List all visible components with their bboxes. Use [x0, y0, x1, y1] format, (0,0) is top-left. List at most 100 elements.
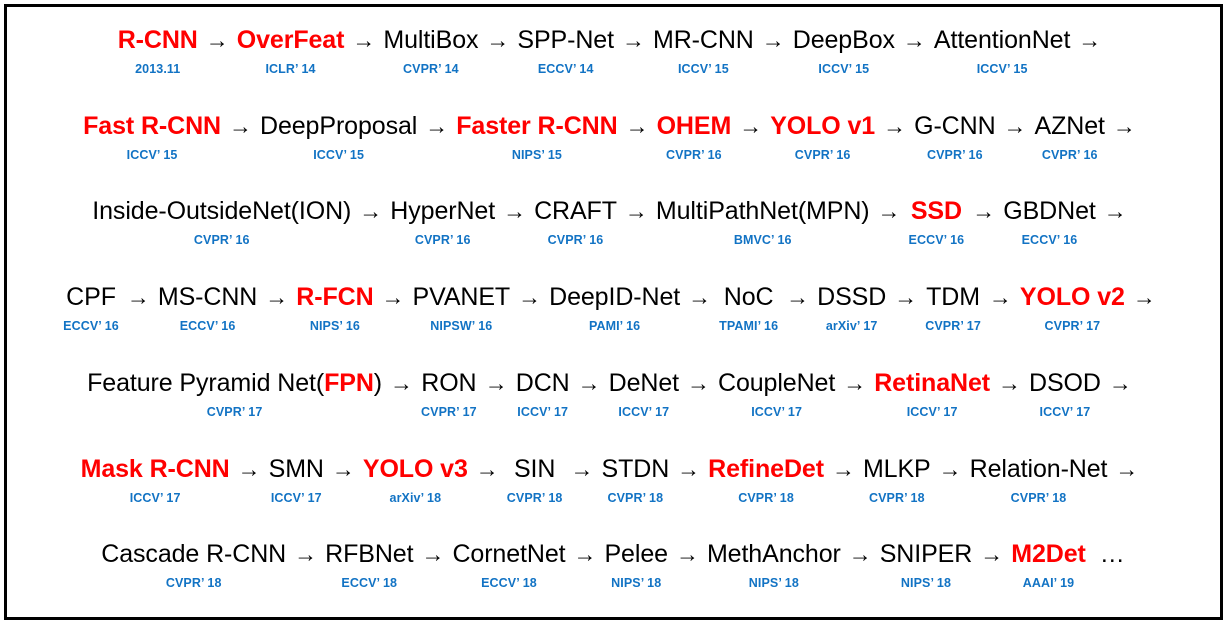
model-name: SNIPER	[879, 540, 973, 569]
arrow-right-icon: →	[843, 369, 867, 396]
arrow-right-icon: →	[677, 455, 701, 482]
model-node[interactable]: YOLO v2 CVPR’ 17	[1020, 270, 1125, 334]
model-name: YOLO v2	[1019, 283, 1125, 312]
model-venue-year: NIPSW’ 16	[430, 319, 493, 334]
model-name: Mask R-CNN	[80, 454, 230, 483]
arrow-right-icon: →	[1108, 369, 1132, 396]
model-venue-year: CVPR’ 17	[1044, 319, 1101, 334]
model-name: G-CNN	[914, 111, 996, 140]
arrow-right-icon: →	[425, 112, 449, 139]
model-venue-year: CVPR’ 16	[193, 233, 250, 248]
model-name: DeepProposal	[260, 111, 418, 140]
model-node[interactable]: MultiPathNet(MPN)BMVC’ 16	[656, 184, 870, 248]
model-name: RON	[421, 368, 477, 397]
model-name: OverFeat	[236, 26, 345, 54]
arrow-right-icon: →	[352, 27, 376, 53]
model-venue-year: ICCV’ 15	[313, 147, 365, 162]
arrow-right-icon: →	[237, 455, 261, 482]
model-name: DCN	[515, 368, 570, 397]
model-name: MethAnchor	[706, 540, 841, 569]
arrow-right-icon: →	[624, 198, 648, 225]
arrow-right-icon: →	[988, 284, 1012, 311]
model-name: R-CNN	[117, 26, 198, 54]
model-name: DSOD	[1029, 368, 1101, 397]
arrow-right-icon: →	[980, 541, 1004, 568]
arrow-right-icon: →	[390, 369, 414, 396]
arrow-right-icon: →	[902, 27, 926, 53]
model-node[interactable]: Feature Pyramid Net(FPN)CVPR’ 17	[87, 356, 382, 420]
model-name: DSSD	[817, 283, 887, 312]
arrow-right-icon: →	[883, 112, 907, 139]
model-name: OHEM	[656, 111, 732, 140]
model-name: MultiBox	[383, 26, 479, 54]
model-node[interactable]: Inside-OutsideNet(ION)CVPR’ 16	[92, 184, 351, 248]
arrow-right-icon: →	[1003, 112, 1027, 139]
model-venue-year: TPAMI’ 16	[719, 319, 779, 334]
arrow-right-icon: →	[1115, 455, 1139, 482]
model-venue-year: ECCV’ 16	[63, 319, 119, 334]
arrow-right-icon: →	[938, 455, 962, 482]
model-name: SSD	[910, 197, 962, 226]
model-name: Pelee	[604, 540, 668, 569]
arrow-right-icon: →	[786, 284, 810, 311]
model-venue-year: NIPS’ 16	[309, 319, 360, 334]
model-venue-year: CVPR’ 18	[868, 490, 925, 505]
model-venue-year: CVPR’ 16	[794, 147, 851, 162]
arrow-right-icon: →	[484, 369, 508, 396]
arrow-right-icon: →	[1103, 198, 1127, 225]
arrow-right-icon: →	[686, 369, 710, 396]
model-name: Cascade R-CNN	[101, 540, 287, 569]
model-name: HyperNet	[390, 197, 496, 226]
